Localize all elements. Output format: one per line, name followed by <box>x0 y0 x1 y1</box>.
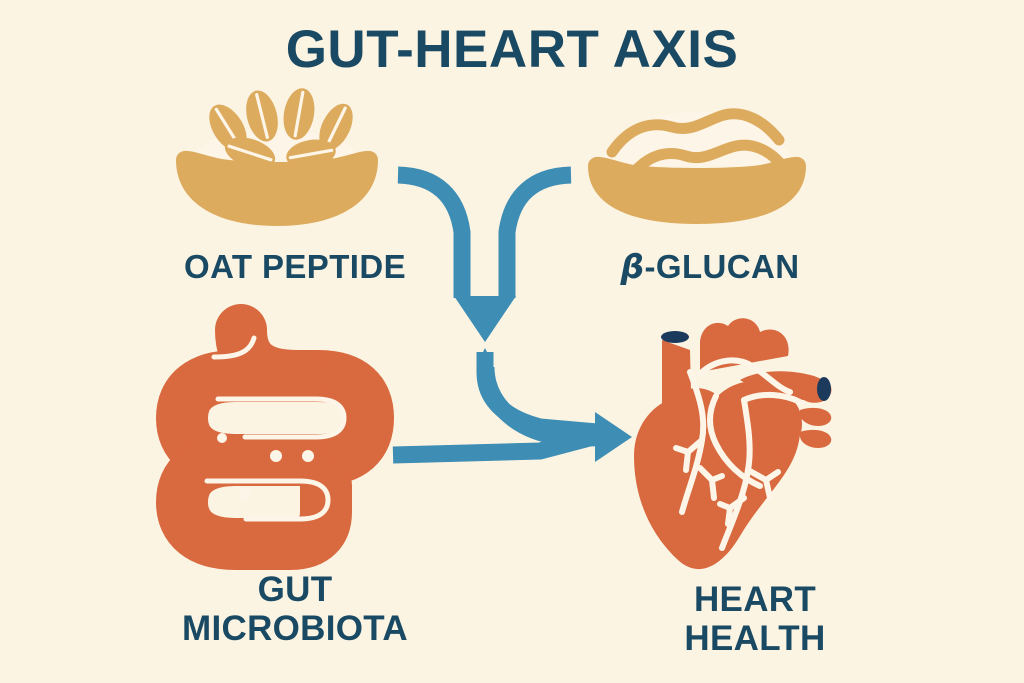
label-oat-peptide-text: OAT PEPTIDE <box>184 248 406 285</box>
arrow-group <box>392 166 632 464</box>
arrow-glucan-to-center <box>498 166 572 298</box>
microbiota-dots <box>217 433 314 500</box>
label-beta-glucan: β-GLUCAN <box>545 247 875 286</box>
arrowhead-down-icon <box>454 296 516 342</box>
label-beta-glucan-text: -GLUCAN <box>644 248 800 285</box>
label-gut-line2: MICROBIOTA <box>182 609 408 649</box>
label-heart-health: HEART HEALTH <box>600 580 910 658</box>
label-heart-line1: HEART <box>693 580 817 619</box>
anatomical-heart-icon <box>634 318 832 570</box>
beta-symbol: β <box>620 247 645 286</box>
label-heart-line2: HEALTH <box>684 619 826 659</box>
label-oat-peptide: OAT PEPTIDE <box>130 248 460 286</box>
intestine-icon <box>156 304 394 570</box>
arrow-oat-to-center <box>397 166 471 298</box>
label-gut-line1: GUT <box>257 570 333 609</box>
bowl-of-oat-grains-icon <box>176 88 378 226</box>
arrow-gut-to-heart <box>392 366 632 464</box>
page-title: GUT-HEART AXIS <box>285 20 739 79</box>
label-gut-microbiota: GUT MICROBIOTA <box>110 570 480 648</box>
bowl-of-oatmeal-icon <box>588 108 806 224</box>
